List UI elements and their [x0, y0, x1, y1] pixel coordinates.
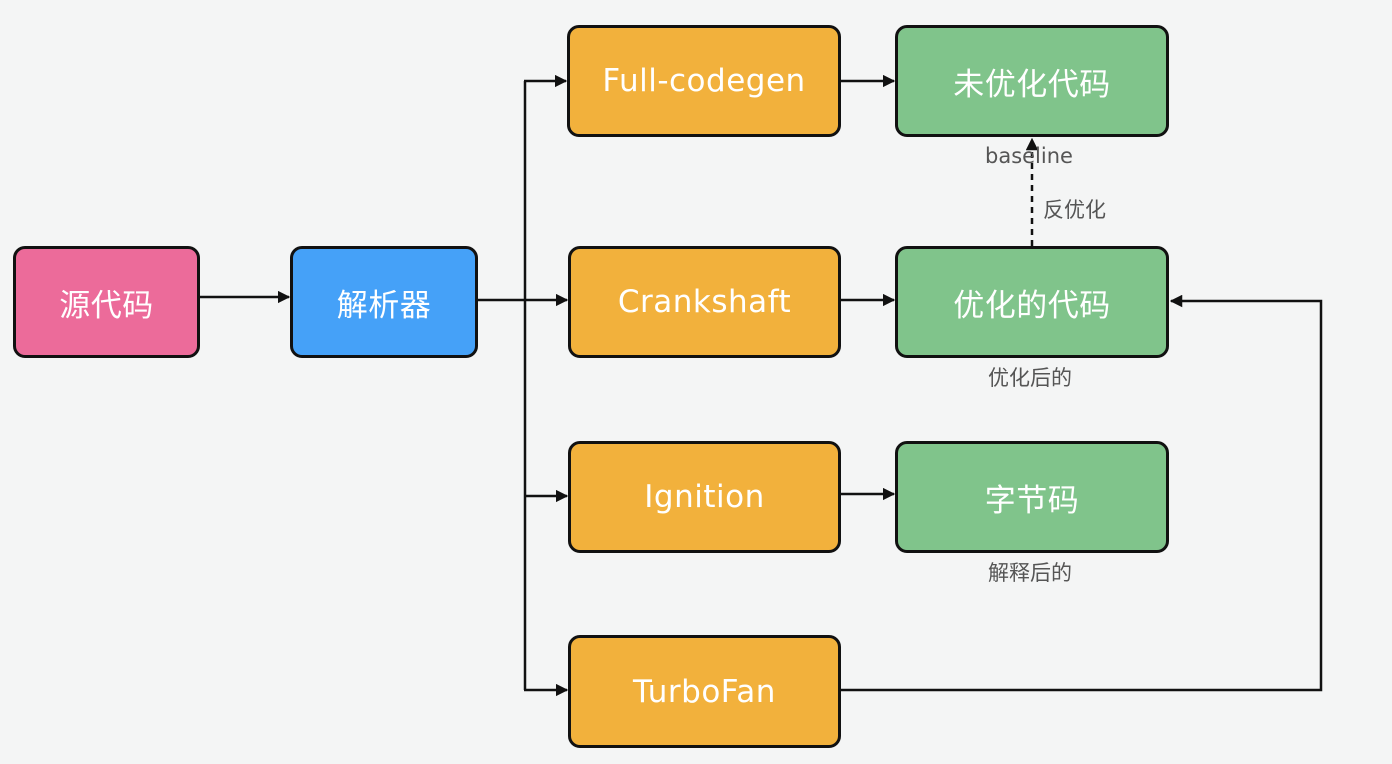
label-after-interpretation: 解释后的	[988, 561, 1072, 585]
label-after-optimization: 优化后的	[988, 366, 1072, 390]
node-turbofan: TurboFan	[568, 635, 841, 748]
node-crankshaft: Crankshaft	[568, 246, 841, 358]
node-optimized-code: 优化的代码	[895, 246, 1169, 358]
node-bytecode: 字节码	[895, 441, 1169, 553]
label-baseline: baseline	[985, 144, 1073, 168]
label-deoptimize: 反优化	[1043, 198, 1106, 222]
node-parser: 解析器	[290, 246, 478, 358]
node-source-code: 源代码	[13, 246, 200, 358]
node-full-codegen: Full-codegen	[567, 25, 841, 137]
edge-turbofan-to-optimized	[841, 294, 1323, 692]
node-unoptimized-code: 未优化代码	[895, 25, 1169, 137]
node-ignition: Ignition	[568, 441, 841, 553]
